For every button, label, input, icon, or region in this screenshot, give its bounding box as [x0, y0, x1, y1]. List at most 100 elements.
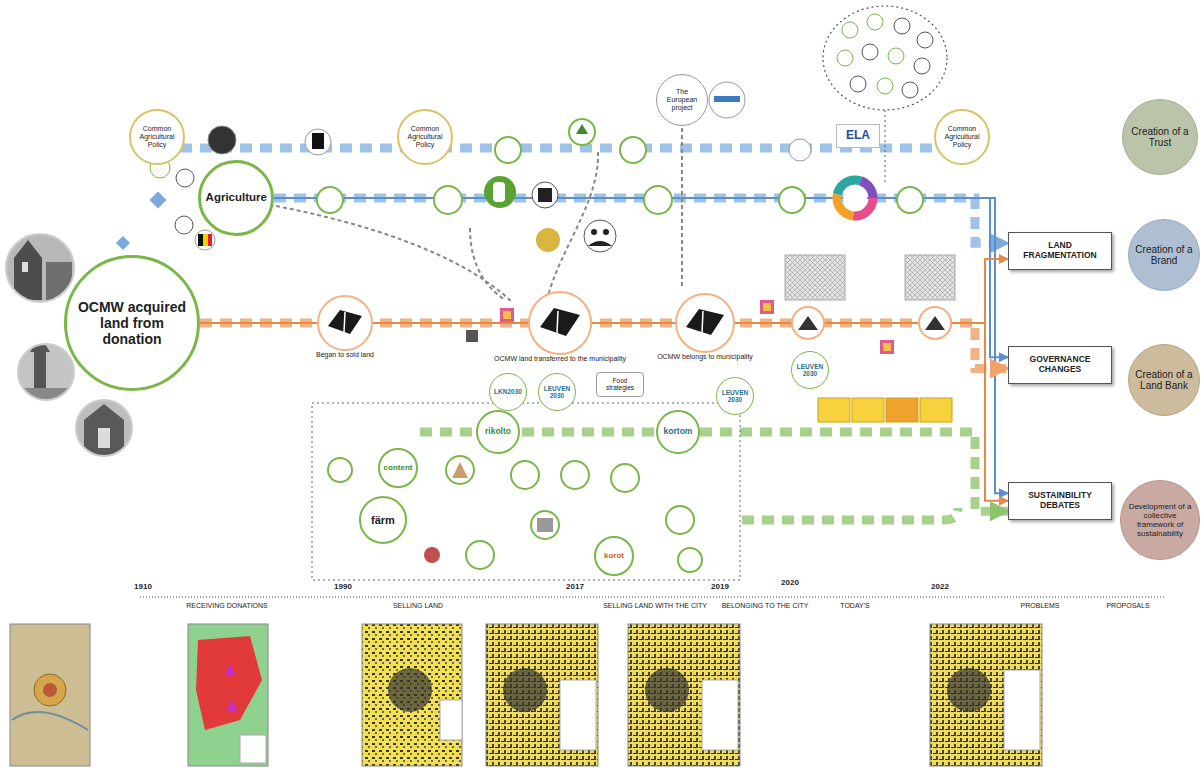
flow-connector: [274, 198, 1008, 357]
logo-icon: [312, 133, 324, 149]
photo-frame: [18, 344, 74, 400]
logo-icon: [588, 241, 612, 246]
land-use-map: [188, 624, 268, 766]
logo-icon: [611, 464, 639, 492]
logo-icon: [536, 228, 560, 252]
small-icon: [198, 234, 203, 246]
reference-marker: [466, 330, 478, 342]
historic-map: [12, 712, 88, 730]
land-use-map: [362, 624, 462, 766]
photo-frame: [6, 234, 74, 302]
logo-icon: [837, 180, 873, 216]
land-use-map: [930, 624, 1042, 766]
logo-icon: [714, 96, 740, 102]
leader-line: [470, 228, 505, 300]
parcel-icon: [540, 308, 580, 336]
outcome-box: SUSTAINBILITY DEBATES: [1008, 482, 1112, 520]
land-use-map: [362, 624, 462, 766]
logo-icon: [424, 547, 440, 563]
period-label: RECEIVING DONATIONS: [186, 602, 268, 609]
parcel-icon: [702, 311, 703, 333]
year-label: 1990: [334, 582, 352, 591]
logo-icon: [837, 180, 873, 216]
node-label: LEUVEN 2030: [795, 363, 825, 378]
stakeholder-cluster: [888, 48, 904, 64]
proposal-circle: Creation of a Land Bank: [1128, 344, 1200, 416]
year-label: 2017: [566, 582, 584, 591]
logo-circle: LEUVEN 2030: [538, 373, 576, 411]
proposal-circle: Creation of a Trust: [1122, 99, 1198, 175]
policy-circle: Common Agricultural Policy: [129, 109, 185, 165]
logo-icon: [789, 139, 811, 161]
reference-marker: [763, 303, 771, 311]
small-icon: [208, 234, 212, 246]
year-label: 2020: [781, 578, 799, 587]
node-label: Creation of a Brand: [1135, 244, 1193, 267]
historic-map: [10, 624, 90, 766]
logo-icon: [919, 307, 951, 339]
node-label: Common Agricultural Policy: [940, 125, 985, 149]
reference-marker: [880, 340, 894, 354]
reference-marker: [760, 300, 774, 314]
logo-icon: [569, 119, 595, 145]
photo: [14, 240, 42, 300]
node-label: kortom: [660, 427, 695, 437]
photo-frame: [76, 400, 132, 456]
logo-icon: [208, 82, 811, 163]
stakeholder-cluster: [823, 6, 947, 185]
year-label: 1910: [134, 582, 152, 591]
node-label: ELA: [840, 129, 876, 143]
stakeholder-cluster: [917, 32, 933, 48]
land-use-map: [628, 624, 740, 766]
event-circle: OCMW belongs to municipality: [675, 293, 735, 353]
node-label: GOVERNANCE CHANGES: [1013, 355, 1107, 375]
logo-icon: [798, 316, 818, 330]
leader-line: [276, 206, 512, 302]
node-label: OCMW land transferred to the municipalit…: [475, 355, 645, 363]
logo-icon: [837, 180, 873, 216]
leader-line: [276, 128, 682, 302]
logo-circle: färm: [359, 496, 407, 544]
logo-icon: [666, 506, 694, 534]
land-use-map: [930, 624, 1042, 766]
stakeholder-cluster: [902, 82, 918, 98]
note-box: Food strategies: [596, 372, 644, 397]
logo-icon: [544, 371, 546, 373]
historic-map: [34, 674, 66, 706]
reference-marker: [500, 308, 514, 322]
small-icon: [203, 234, 208, 246]
group-outline: [312, 403, 740, 580]
policy-circle: Common Agricultural Policy: [397, 109, 453, 165]
group-outline: [312, 403, 740, 580]
node-label: LEUVEN 2030: [542, 385, 572, 400]
stakeholder-cluster: [877, 78, 893, 94]
photo: [74, 398, 136, 460]
land-use-map: [645, 668, 689, 712]
land-use-map: [486, 624, 598, 766]
leader-line: [681, 128, 683, 288]
land-use-map: [196, 636, 262, 730]
land-use-map: [226, 700, 238, 712]
historic-map: [43, 683, 57, 697]
logo-icon: [317, 176, 923, 252]
logo-icon: [446, 456, 474, 484]
node-label: LKN2030: [493, 388, 523, 395]
logo-icon: [484, 176, 516, 208]
timeline-band: [420, 432, 654, 433]
timeline-band: [420, 428, 474, 437]
logo-circle: LEUVEN 2030: [716, 377, 754, 415]
photo: [74, 398, 136, 460]
logo-icon: [837, 180, 873, 216]
logo-icon: [305, 129, 331, 155]
logo-icon: [792, 307, 824, 339]
stakeholder-cluster: [823, 6, 947, 110]
period-label: TODAY'S: [840, 602, 869, 609]
origin-circle: OCMW acquired land from donation: [64, 255, 200, 391]
node-label: Development of a collective framework of…: [1128, 502, 1192, 539]
logo-icon: [531, 511, 559, 539]
logo-icon: [843, 186, 867, 210]
logo-icon: [328, 458, 352, 482]
timeline-band: [742, 508, 958, 520]
logo-icon: [709, 82, 745, 118]
logo-circle: rikolto: [476, 410, 520, 454]
